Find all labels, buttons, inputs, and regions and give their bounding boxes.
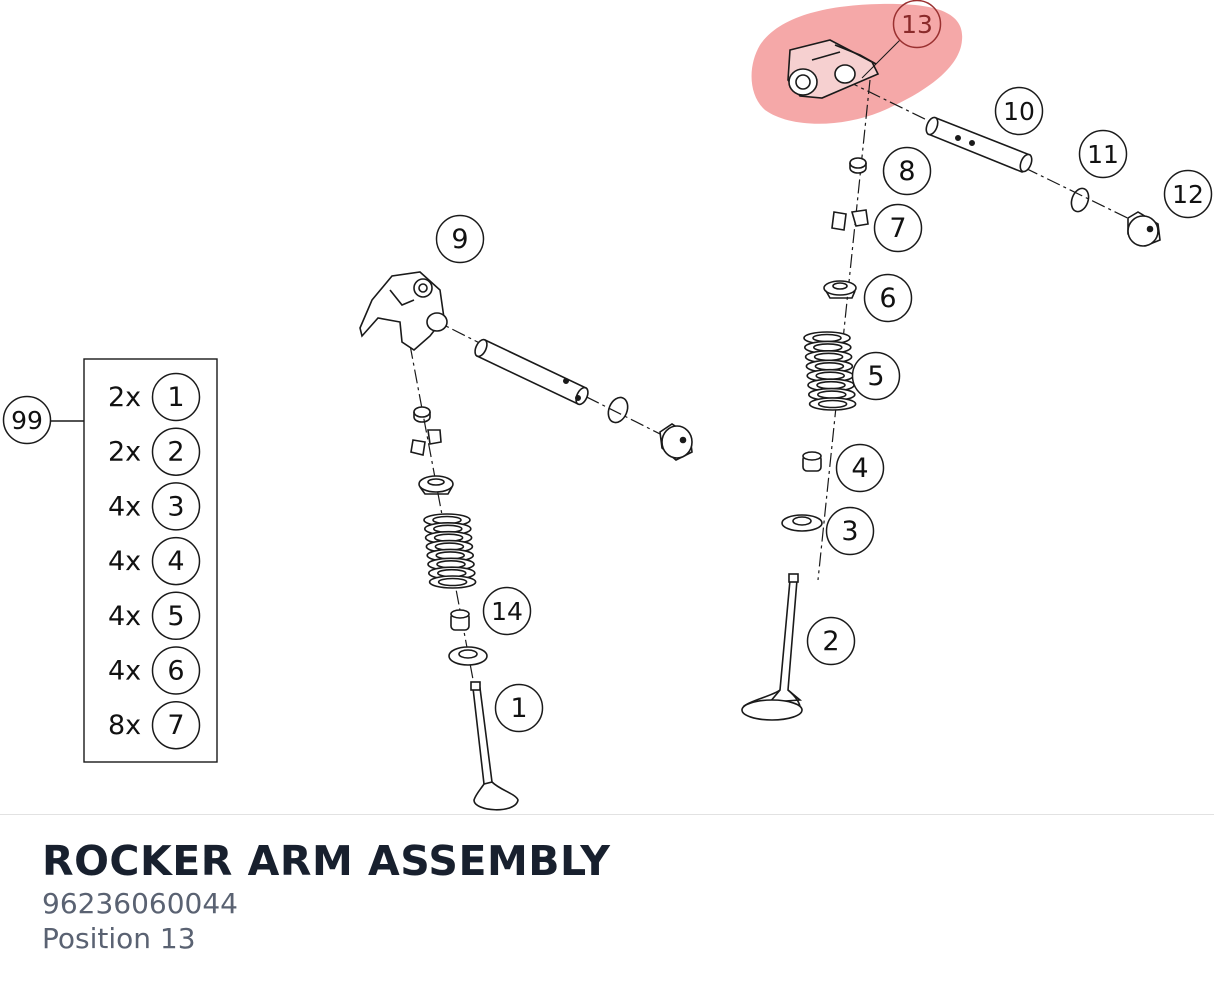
spring-seat-3-drawing[interactable] xyxy=(781,514,823,532)
kit-row-part: 5 xyxy=(167,601,184,632)
callout-99[interactable]: 99 xyxy=(2,395,52,445)
part-title: ROCKER ARM ASSEMBLY xyxy=(42,837,611,885)
kit-row-part: 7 xyxy=(167,710,184,741)
kit-row-qty: 4x xyxy=(108,601,141,632)
valve-seal-14-drawing[interactable] xyxy=(450,609,470,631)
snap-ring-11-drawing[interactable] xyxy=(1068,186,1091,214)
kit-row-qty: 2x xyxy=(108,382,141,413)
callout-3[interactable]: 3 xyxy=(825,506,875,556)
kit-row[interactable]: 2x 2 xyxy=(108,427,201,476)
kit-row-qty: 4x xyxy=(108,656,141,687)
kit-row-qty: 8x xyxy=(108,710,141,741)
callout-11[interactable]: 11 xyxy=(1078,129,1128,179)
callout-label: 99 xyxy=(11,406,43,435)
valve-spring-5-drawing[interactable] xyxy=(803,331,857,411)
callout-label: 1 xyxy=(510,693,527,724)
callout-label: 6 xyxy=(879,283,896,314)
callout-6[interactable]: 6 xyxy=(863,273,913,323)
valve-seal-4-drawing[interactable] xyxy=(802,451,822,472)
kit-row-part: 3 xyxy=(167,491,184,522)
part-info: ROCKER ARM ASSEMBLY 96236060044 Position… xyxy=(42,836,610,956)
spring-coil-inner xyxy=(437,577,468,587)
rocker-shaft-left-drawing[interactable] xyxy=(473,338,591,407)
callout-14[interactable]: 14 xyxy=(482,586,532,636)
valve-keeper-7-drawing[interactable] xyxy=(831,209,869,231)
kit-row-part: 1 xyxy=(167,382,184,413)
callout-label: 4 xyxy=(851,453,868,484)
callout-4[interactable]: 4 xyxy=(835,443,885,493)
callout-label: 7 xyxy=(889,213,906,244)
callout-10[interactable]: 10 xyxy=(994,86,1044,136)
leader-lines xyxy=(861,39,901,79)
callout-13[interactable]: 13 xyxy=(892,0,942,49)
callout-9[interactable]: 9 xyxy=(435,214,485,264)
kit-row[interactable]: 4x 5 xyxy=(108,591,201,641)
rocker-shaft-10-drawing[interactable] xyxy=(924,116,1034,174)
callout-label: 3 xyxy=(841,516,858,547)
callout-label: 9 xyxy=(451,224,468,255)
callout-12[interactable]: 12 xyxy=(1163,169,1213,219)
callout-7[interactable]: 7 xyxy=(873,203,923,253)
callout-label: 5 xyxy=(867,361,884,392)
spring-coil-inner xyxy=(817,399,848,409)
callout-label: 11 xyxy=(1087,140,1119,169)
callout-8[interactable]: 8 xyxy=(882,146,932,196)
rocker-arm-9-drawing[interactable] xyxy=(359,271,448,352)
spring-seat-left-drawing[interactable] xyxy=(448,646,488,666)
kit-row[interactable]: 4x 4 xyxy=(108,536,201,586)
plug-12-drawing[interactable] xyxy=(1127,211,1161,247)
kit-row-part: 2 xyxy=(167,437,184,468)
kit-row[interactable]: 4x 6 xyxy=(108,646,201,695)
snap-ring-left-drawing[interactable] xyxy=(605,395,631,426)
plug-left-drawing[interactable] xyxy=(659,423,693,461)
rocker-arm-13-drawing[interactable] xyxy=(787,39,880,99)
kit-row-qty: 4x xyxy=(108,546,141,577)
callout-label: 14 xyxy=(491,597,523,626)
kit-row[interactable]: 8x 7 xyxy=(108,700,201,750)
spring-coil xyxy=(808,397,857,411)
kit-row-part: 6 xyxy=(167,656,184,687)
callout-1[interactable]: 1 xyxy=(494,683,544,733)
spring-retainer-6-drawing[interactable] xyxy=(823,280,857,299)
valve-1-drawing[interactable] xyxy=(470,681,519,811)
callout-label: 12 xyxy=(1172,180,1204,209)
kit-row-part: 4 xyxy=(167,546,184,577)
callout-label: 10 xyxy=(1003,97,1035,126)
washer-left-drawing[interactable] xyxy=(413,406,431,423)
footer-divider xyxy=(0,814,1214,815)
part-number: 96236060044 xyxy=(42,887,238,920)
kit-row-qty: 2x xyxy=(108,437,141,468)
valve-keeper-left-drawing[interactable] xyxy=(410,429,442,456)
callout-label: 13 xyxy=(901,10,933,39)
valve-spring-left-drawing[interactable] xyxy=(423,513,477,589)
callout-label: 8 xyxy=(898,156,915,187)
callout-label: 2 xyxy=(822,626,839,657)
callout-5[interactable]: 5 xyxy=(851,351,901,401)
part-position: Position 13 xyxy=(42,922,196,955)
spring-coil xyxy=(428,575,477,589)
kit-row-qty: 4x xyxy=(108,491,141,522)
washer-8-drawing[interactable] xyxy=(849,157,867,174)
callout-2[interactable]: 2 xyxy=(806,616,856,666)
spring-retainer-left-drawing[interactable] xyxy=(418,475,454,495)
kit-row[interactable]: 4x 3 xyxy=(108,482,201,531)
kit-row[interactable]: 2x 1 xyxy=(108,372,201,422)
valve-2-drawing[interactable] xyxy=(741,573,803,721)
